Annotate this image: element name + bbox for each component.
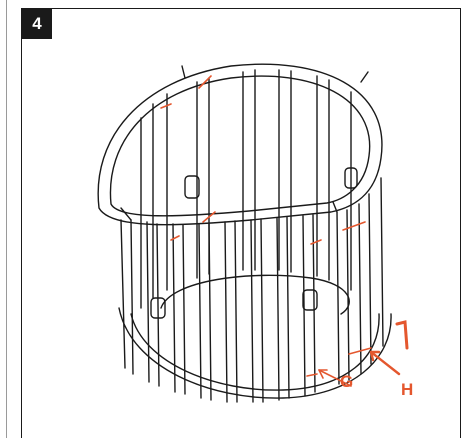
callout-label-h: H xyxy=(401,380,414,399)
step-number-badge: 4 xyxy=(22,9,52,39)
page-margin-rule xyxy=(6,0,7,438)
screw-g-icon xyxy=(160,75,372,387)
assembly-step-panel: 4 xyxy=(21,8,461,438)
hex-key-icon xyxy=(395,320,409,350)
screw-h-icon xyxy=(369,350,401,376)
crib-frame-drawing xyxy=(97,63,409,403)
callout-label-g: G xyxy=(340,372,354,391)
